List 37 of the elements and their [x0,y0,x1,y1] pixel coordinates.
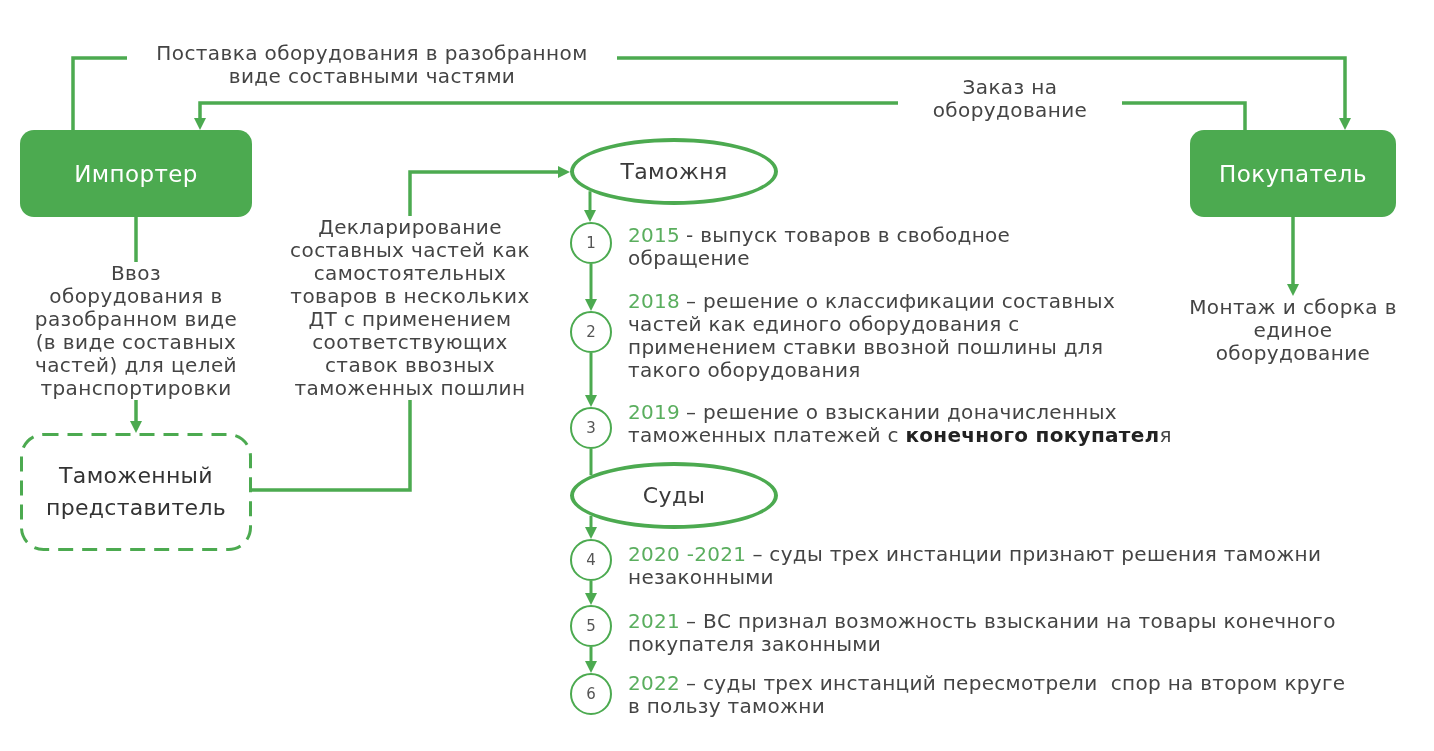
box-label: Покупатель [1219,160,1367,187]
outcome-text: Монтаж и сборка в единое оборудование [1180,296,1406,365]
arrow [584,191,596,222]
event-text: 2019 – решение о взыскании доначисленных таможенных платежей с конечного покупателя [628,401,1173,447]
event-text: 2020 -2021 – суды трех инстанции признают решения таможни незаконными [628,543,1323,589]
step-number: 1 [586,234,596,252]
step-circle [570,605,612,647]
step-circle [570,222,612,264]
box-label: Импортер [74,160,198,187]
process-box [1190,130,1396,217]
step-number: 6 [586,685,596,703]
edge-label: Ввоз оборудования в разобранном виде (в виде составных частей) для целей транспортировки [33,262,239,400]
box-label: Таможенный представитель [45,462,227,522]
step-number: 4 [586,551,596,569]
arrow [585,353,597,407]
step-number: 2 [586,323,596,341]
process-box [20,130,252,217]
arrow [585,264,597,311]
arrow [1287,217,1299,296]
event-text: 2021 – ВС признал возможность взыскании на товары конечного покупателя законными [628,610,1337,656]
step-circle [570,539,612,581]
connector-line [589,449,593,476]
event-text: 2022 – суды трех инстанций пересмотрели спор на втором круге в пользу таможни [628,672,1347,718]
ellipse-label: Суды [642,483,706,508]
step-number: 3 [586,419,596,437]
step-circle [570,407,612,449]
dashed-box [20,433,252,551]
step-number: 5 [586,617,596,635]
ellipse-label: Таможня [620,159,728,184]
step-circle [570,673,612,715]
arrow [585,515,597,539]
edge-label: Поставка оборудования в разобранном виде составными частями [127,42,617,88]
event-text: 2018 – решение о классификации составных частей как единого оборудования с применением ставки ввозной пошлины для такого оборудования [628,290,1117,382]
arrow [585,647,597,673]
step-circle [570,311,612,353]
event-text: 2015 - выпуск товаров в свободное обращение [628,224,1012,270]
arrow [585,581,597,605]
